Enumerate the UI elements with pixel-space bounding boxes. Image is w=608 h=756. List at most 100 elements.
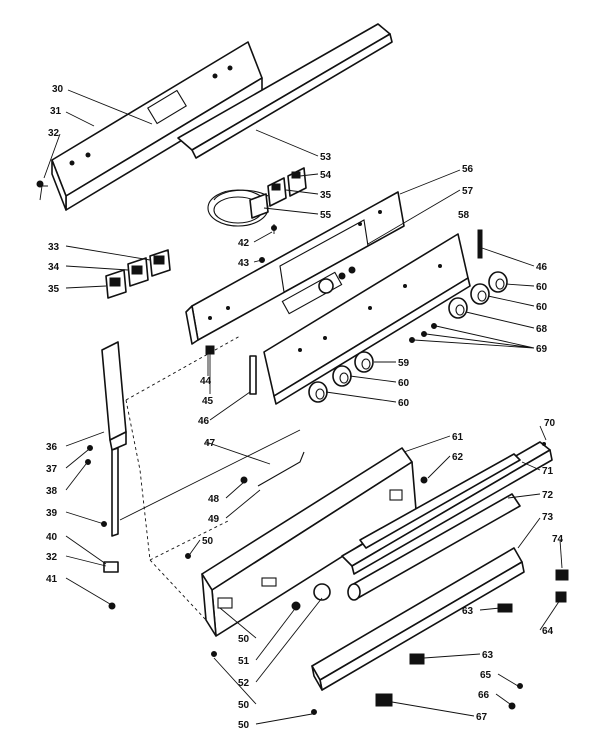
callout-61: 61 [452, 432, 464, 443]
callout-34: 34 [48, 262, 60, 273]
callout-45: 45 [202, 396, 214, 407]
tube-72 [347, 493, 521, 601]
screw-32-icon [36, 180, 44, 188]
screw-50-c [311, 709, 317, 715]
callout-64: 64 [542, 626, 554, 637]
trim-71 [359, 453, 521, 549]
callout-40: 40 [46, 532, 58, 543]
probe-46-left [249, 355, 257, 395]
screw-50-a [185, 553, 191, 559]
callout-30: 30 [52, 84, 64, 95]
knob-60-c [332, 365, 352, 387]
callout-60-c: 60 [398, 378, 410, 389]
callout-50-b: 50 [238, 634, 250, 645]
callout-74: 74 [552, 534, 564, 545]
switch-54 [287, 167, 307, 197]
callout-60-b: 60 [536, 302, 548, 313]
chassis-outline [125, 335, 241, 621]
callout-73: 73 [542, 512, 554, 523]
callout-39: 39 [46, 508, 58, 519]
screw-32-top [39, 185, 48, 201]
switch-55 [249, 193, 269, 219]
callout-58: 58 [458, 210, 470, 221]
trim-73 [311, 547, 525, 691]
callout-62: 62 [452, 452, 464, 463]
switch-35-top [267, 177, 287, 207]
callout-57: 57 [462, 186, 474, 197]
callout-66: 66 [478, 690, 490, 701]
callout-31: 31 [50, 106, 62, 117]
callout-53: 53 [320, 152, 332, 163]
bracket-63-a [497, 603, 513, 613]
screw-65-icon [517, 683, 523, 689]
callout-67: 67 [476, 712, 488, 723]
callout-46-left: 46 [198, 416, 210, 427]
knob-59 [354, 351, 374, 373]
spring-74-icon [555, 569, 569, 581]
spring-69-c [409, 337, 415, 343]
callout-55: 55 [320, 210, 332, 221]
switch-33 [149, 249, 171, 277]
knob-60-a [488, 271, 508, 293]
callout-46-right: 46 [536, 262, 548, 273]
nut-66-icon [508, 702, 516, 710]
callout-63-b: 63 [482, 650, 494, 661]
bracket-67-icon [375, 693, 393, 707]
callout-32-bottom: 32 [46, 552, 58, 563]
callout-52: 52 [238, 678, 250, 689]
screw-48-icon [240, 476, 248, 484]
spring-69-b [421, 331, 427, 337]
callout-69: 69 [536, 344, 548, 355]
control-panel [185, 191, 405, 345]
knob-60-b [470, 283, 490, 305]
callout-60-a: 60 [536, 282, 548, 293]
screw-38-icon [85, 459, 91, 465]
screw-41-icon [108, 602, 116, 610]
callout-35-top: 35 [320, 190, 332, 201]
valve-51-icon [291, 601, 301, 611]
callout-51: 51 [238, 656, 250, 667]
probe-46-right [477, 229, 483, 259]
bracket-49 [257, 451, 305, 487]
nut-62-icon [420, 476, 428, 484]
screw-37-icon [87, 445, 93, 451]
spring-69-a [431, 323, 437, 329]
trim-strip [177, 23, 393, 159]
switch-34 [127, 257, 149, 287]
callout-50-d: 50 [238, 720, 250, 731]
rear-panel [51, 41, 263, 211]
callout-42: 42 [238, 238, 250, 249]
bracket-63-b [409, 653, 425, 665]
clip-40 [103, 561, 119, 573]
bezel [263, 233, 471, 405]
side-bracket [101, 341, 127, 537]
callout-72: 72 [542, 490, 554, 501]
switch-35-left [105, 269, 127, 299]
knob-68 [448, 297, 468, 319]
callout-labels: 30 31 32 53 54 35 55 56 57 42 43 33 34 3… [46, 84, 564, 731]
callout-60-d: 60 [398, 398, 410, 409]
knob-60-d [308, 381, 328, 403]
callout-71: 71 [542, 466, 554, 477]
callout-59: 59 [398, 358, 410, 369]
callout-37: 37 [46, 464, 58, 475]
callout-41: 41 [46, 574, 58, 585]
callout-70: 70 [544, 418, 556, 429]
screw-50-b [211, 651, 217, 657]
bracket-64-icon [555, 591, 567, 603]
screw-42-icon [271, 225, 277, 231]
callout-47: 47 [204, 438, 216, 449]
callout-50-c: 50 [238, 700, 250, 711]
callout-38: 38 [46, 486, 58, 497]
callout-50-a: 50 [202, 536, 214, 547]
leader-lines [43, 89, 563, 725]
callout-33: 33 [48, 242, 60, 253]
callout-43: 43 [238, 258, 250, 269]
callout-36: 36 [46, 442, 58, 453]
callout-44: 44 [200, 376, 212, 387]
callout-48: 48 [208, 494, 220, 505]
callout-65: 65 [480, 670, 492, 681]
callout-54: 54 [320, 170, 332, 181]
callout-32-top: 32 [48, 128, 60, 139]
